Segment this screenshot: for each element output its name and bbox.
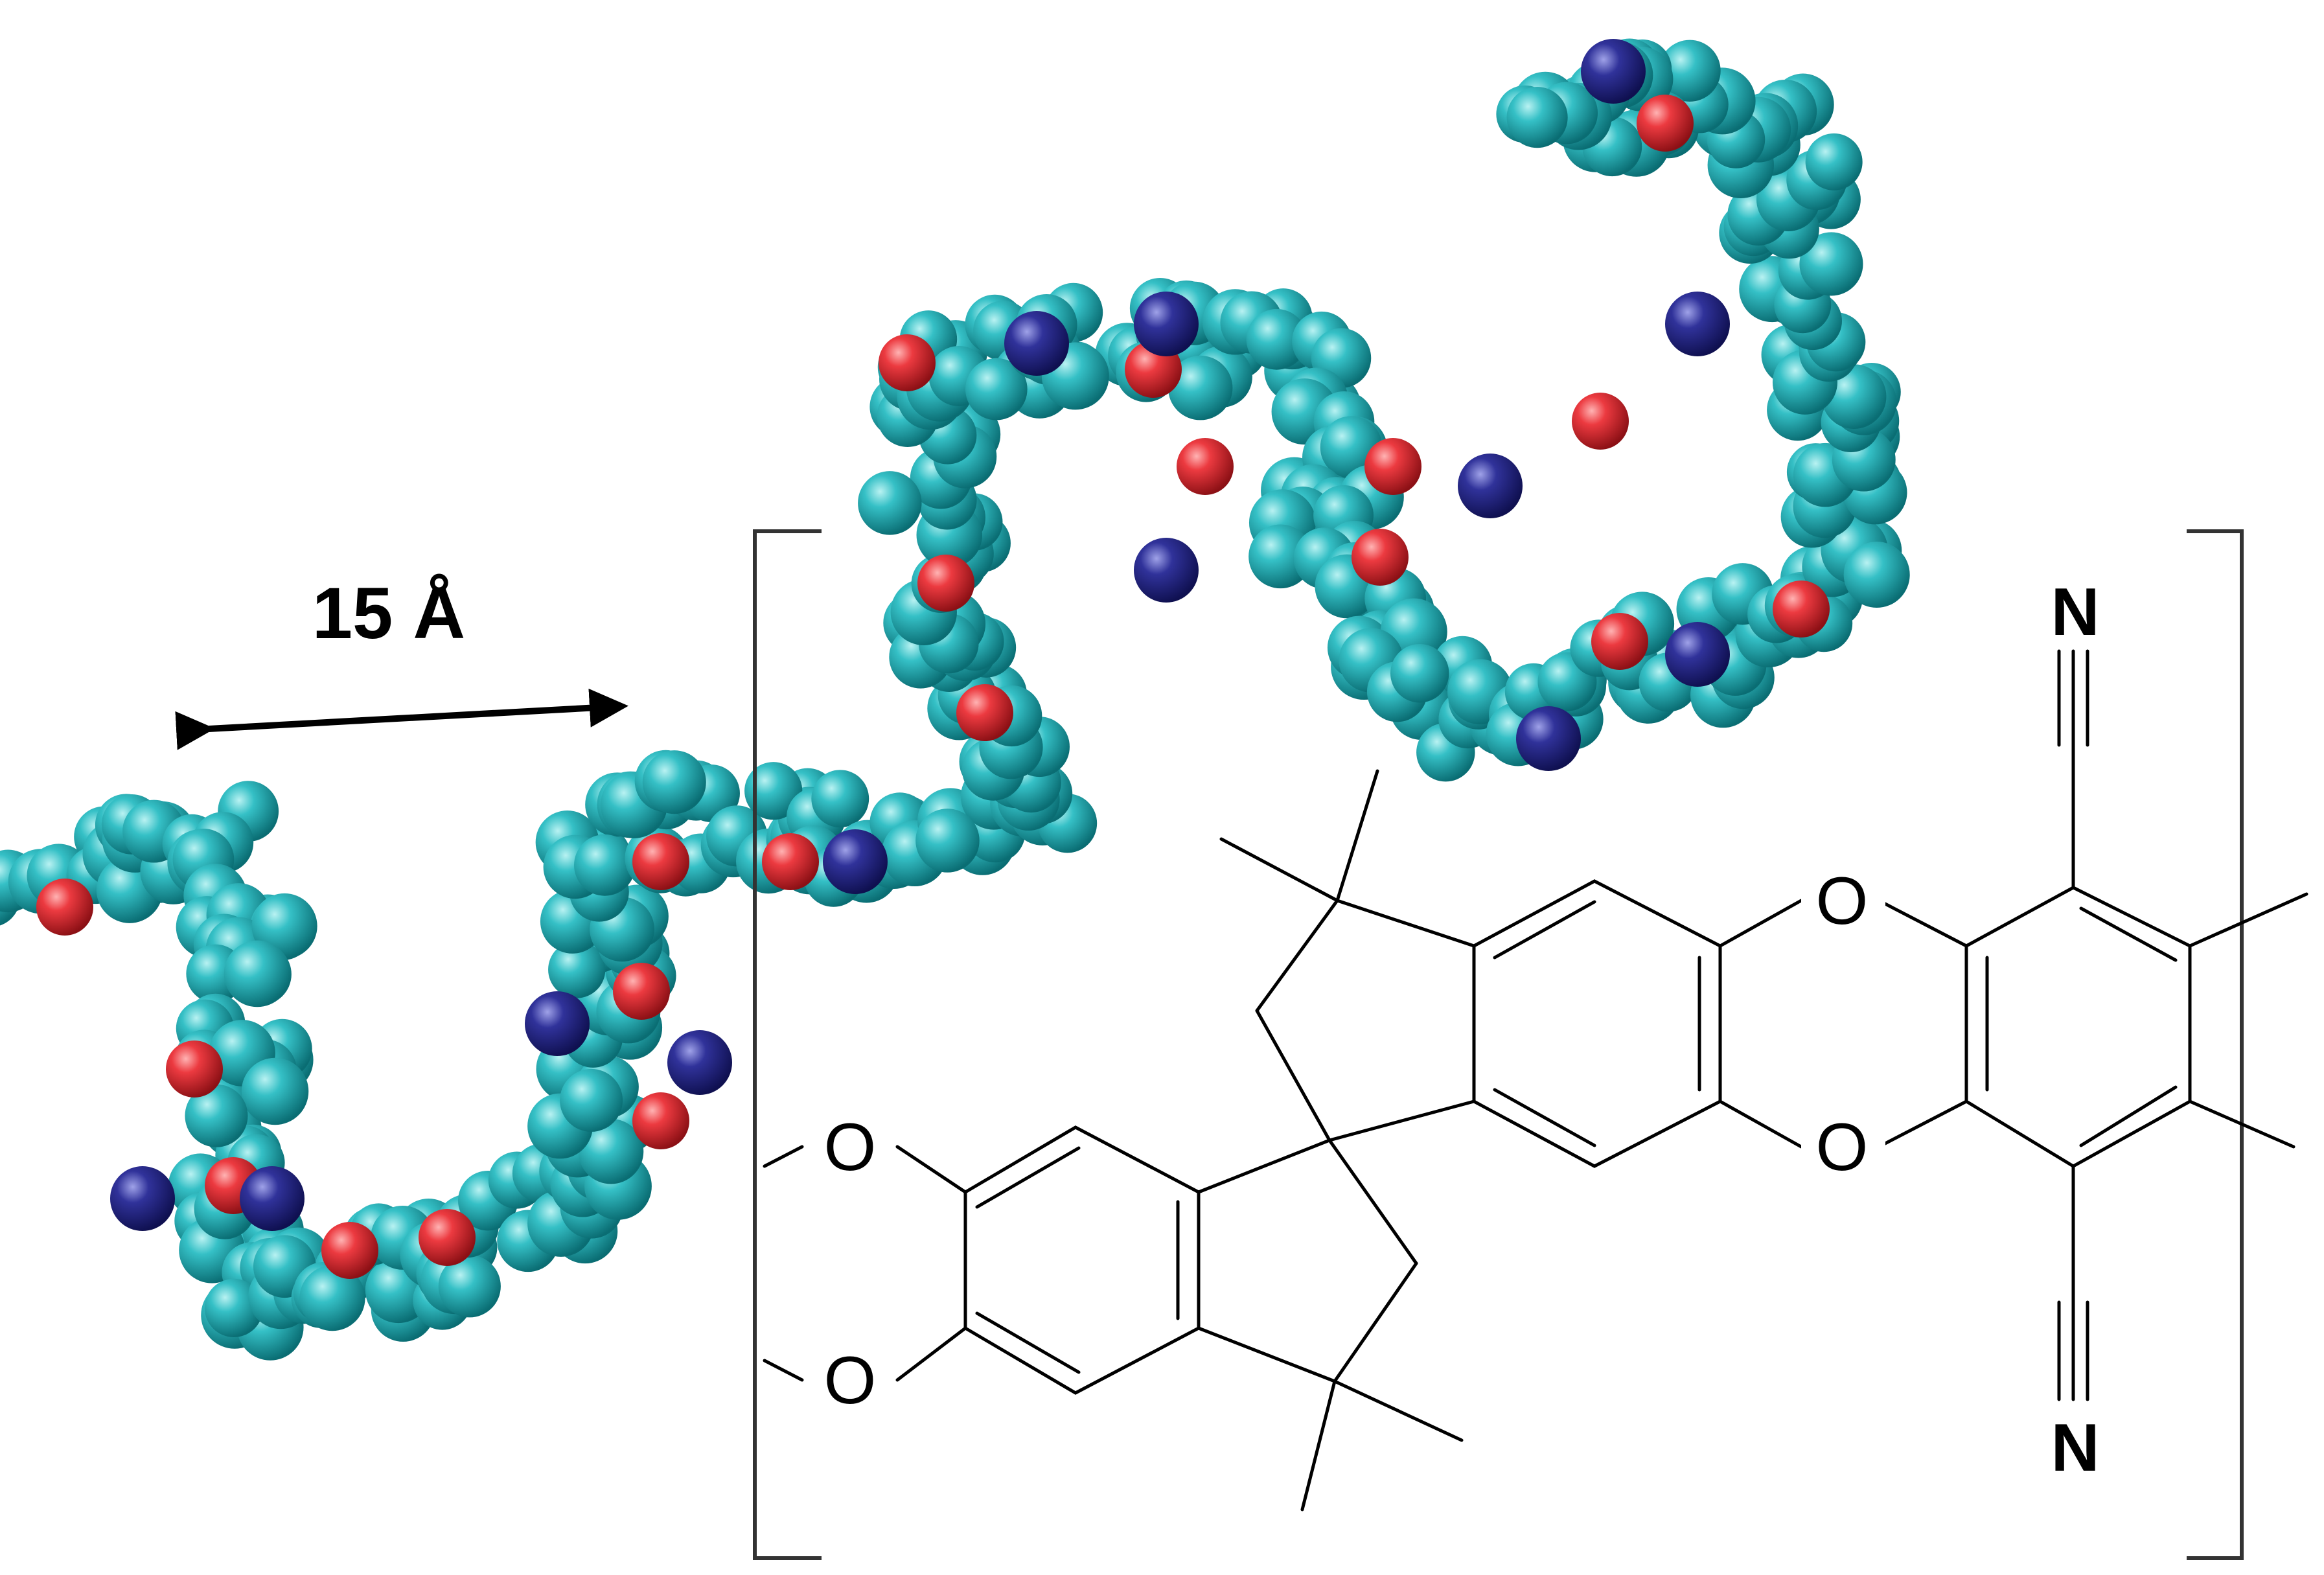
- carbon-atom: [224, 940, 291, 1007]
- oxygen-atom: [166, 1040, 223, 1098]
- oxygen-label-left-top: O: [824, 1110, 877, 1185]
- carbon-atom: [744, 762, 803, 820]
- carbon-atom: [1246, 308, 1307, 370]
- nitrogen-atom: [525, 991, 590, 1056]
- nitrogen-label-bottom: N: [2051, 1410, 2099, 1486]
- oxygen-atom: [1591, 613, 1648, 670]
- carbon-atom: [965, 358, 1028, 420]
- nitrogen-atom: [1581, 39, 1646, 104]
- oxygen-atom: [419, 1209, 476, 1266]
- left-bracket: [753, 529, 822, 1560]
- nitrogen-label-top: N: [2051, 575, 2099, 650]
- oxygen-label-left-bottom: O: [824, 1343, 877, 1418]
- carbon-atom: [438, 1255, 501, 1318]
- carbon-atom: [1168, 355, 1233, 420]
- carbon-atom: [185, 1084, 248, 1147]
- oxygen-atom: [1773, 581, 1830, 638]
- carbon-atom: [1805, 133, 1863, 190]
- carbon-atom: [1799, 232, 1863, 296]
- carbon-atom: [241, 1057, 309, 1125]
- oxygen-atom: [1177, 438, 1234, 495]
- nitrogen-atom: [823, 829, 888, 894]
- oxygen-atom: [1572, 393, 1629, 450]
- nitrogen-atom: [110, 1166, 175, 1231]
- nitrogen-atom: [1134, 538, 1199, 603]
- space-filling-model: [0, 38, 1910, 1361]
- carbon-atom: [1506, 87, 1568, 148]
- oxygen-atom: [321, 1222, 378, 1279]
- oxygen-atom: [632, 833, 689, 890]
- carbon-atom: [642, 750, 706, 814]
- carbon-atom: [811, 770, 869, 828]
- oxygen-label-right-bottom: O: [1816, 1110, 1869, 1185]
- carbon-atom: [299, 1265, 365, 1331]
- carbon-atom: [858, 471, 922, 535]
- carbon-atom: [1821, 364, 1887, 430]
- oxygen-atom: [1637, 95, 1694, 152]
- oxygen-atom: [879, 334, 936, 391]
- nitrogen-atom: [1516, 706, 1581, 771]
- right-bracket: [2187, 529, 2244, 1560]
- dimension-annotation: 15 Å: [175, 573, 628, 750]
- nitrogen-atom: [1458, 454, 1523, 518]
- oxygen-atom: [1352, 529, 1409, 586]
- nitrogen-atom: [1004, 311, 1069, 376]
- oxygen-atom: [956, 684, 1013, 741]
- carbon-atom: [578, 1118, 644, 1184]
- chemical-structure: O O O O N N: [763, 575, 2308, 1512]
- oxygen-atom: [1364, 438, 1421, 495]
- carbon-atom: [1843, 542, 1910, 608]
- carbon-atom: [1248, 524, 1313, 589]
- nitrogen-atom: [667, 1030, 732, 1095]
- oxygen-atom: [917, 555, 974, 612]
- carbon-atom: [1390, 643, 1449, 703]
- carbon-atom: [1659, 40, 1721, 102]
- oxygen-atom: [762, 833, 819, 890]
- oxygen-atom: [632, 1092, 689, 1149]
- dimension-label: 15 Å: [312, 573, 466, 654]
- oxygen-label-right-top: O: [1816, 864, 1869, 939]
- nitrogen-atom: [1134, 292, 1199, 356]
- repeat-unit-brackets: [753, 529, 2244, 1560]
- dimension-arrow: [175, 688, 628, 750]
- nitrogen-atom: [1665, 292, 1730, 356]
- carbon-atom: [548, 941, 606, 998]
- oxygen-atom: [613, 963, 670, 1020]
- carbon-atom: [560, 1068, 623, 1132]
- carbon-atom: [915, 809, 980, 873]
- nitrogen-atom: [240, 1166, 305, 1231]
- nitrogen-atom: [1665, 622, 1730, 687]
- oxygen-atom: [36, 879, 93, 936]
- carbon-atom: [574, 834, 636, 896]
- structure-bonds: [763, 649, 2308, 1512]
